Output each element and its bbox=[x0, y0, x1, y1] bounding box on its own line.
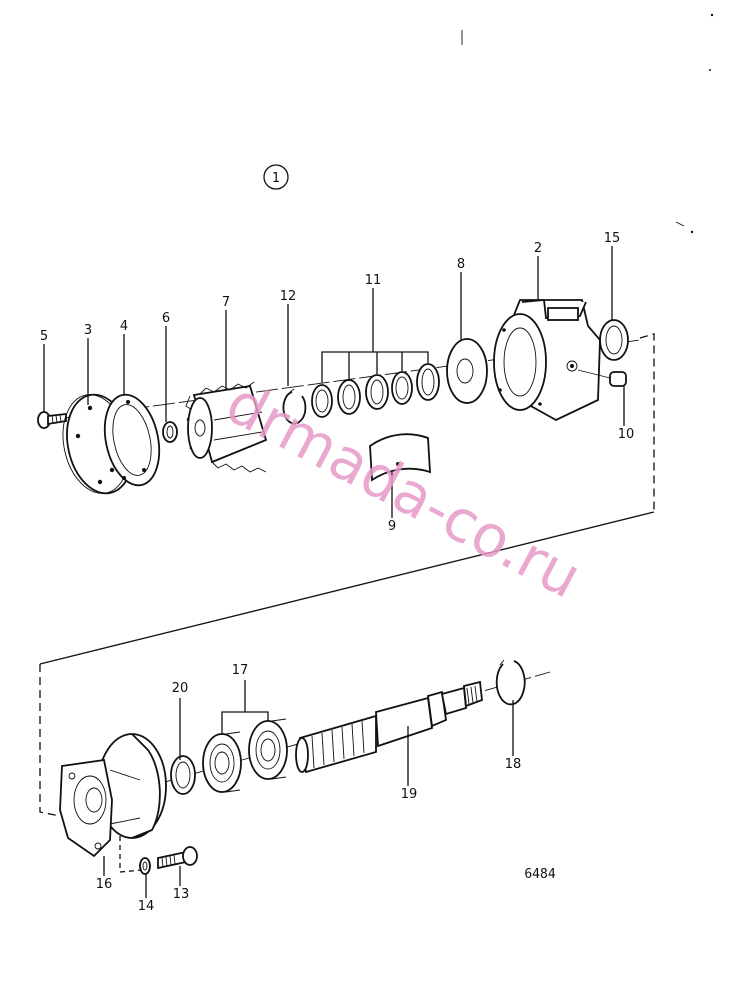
part-4-gasket bbox=[103, 393, 161, 487]
part-10-plug bbox=[577, 369, 627, 387]
upper-assembly bbox=[37, 246, 655, 518]
part-17-bearings bbox=[202, 711, 288, 793]
callout-16: 16 bbox=[96, 877, 113, 892]
callout-20: 20 bbox=[172, 681, 189, 696]
part-16-bearing-housing bbox=[59, 733, 167, 858]
scan-marks bbox=[461, 13, 714, 234]
part-12-circlip bbox=[282, 388, 307, 425]
drawing-code: 6484 bbox=[524, 867, 555, 882]
callout-4: 4 bbox=[120, 319, 128, 334]
callout-18: 18 bbox=[505, 757, 522, 772]
callout-15: 15 bbox=[604, 231, 621, 246]
callout-9: 9 bbox=[388, 519, 396, 534]
callout-12: 12 bbox=[280, 289, 297, 304]
part-14-washer bbox=[139, 857, 151, 875]
part-18-circlip bbox=[495, 659, 526, 706]
callout-7: 7 bbox=[222, 295, 230, 310]
callout-11: 11 bbox=[365, 273, 382, 288]
callout-19: 19 bbox=[401, 787, 418, 802]
part-7-impeller bbox=[185, 381, 268, 473]
callout-6: 6 bbox=[162, 311, 170, 326]
part-6-ring bbox=[162, 421, 178, 443]
figure-number: 1 bbox=[272, 171, 280, 186]
callout-13: 13 bbox=[173, 887, 190, 902]
callout-17: 17 bbox=[232, 663, 249, 678]
callout-10: 10 bbox=[618, 427, 635, 442]
part-19-shaft bbox=[295, 680, 483, 774]
callout-3: 3 bbox=[84, 323, 92, 338]
callout-14: 14 bbox=[138, 899, 155, 914]
callout-8: 8 bbox=[457, 257, 465, 272]
figure-number-badge: 1 bbox=[263, 164, 289, 190]
part-2-pump-housing bbox=[493, 299, 601, 422]
callout-5: 5 bbox=[40, 329, 48, 344]
part-15-seal bbox=[599, 319, 629, 361]
part-11-seal-rings bbox=[311, 351, 440, 418]
part-20-ring bbox=[170, 755, 196, 795]
part-9-wear-plate bbox=[369, 433, 431, 482]
part-13-bolt bbox=[157, 846, 198, 870]
part-5-screw bbox=[37, 411, 67, 429]
part-8-washer bbox=[446, 338, 488, 404]
callout-labels: 2 3 4 5 6 7 8 9 10 11 12 13 14 15 16 17 … bbox=[40, 231, 634, 914]
callout-2: 2 bbox=[534, 241, 542, 256]
lower-assembly bbox=[39, 659, 551, 898]
